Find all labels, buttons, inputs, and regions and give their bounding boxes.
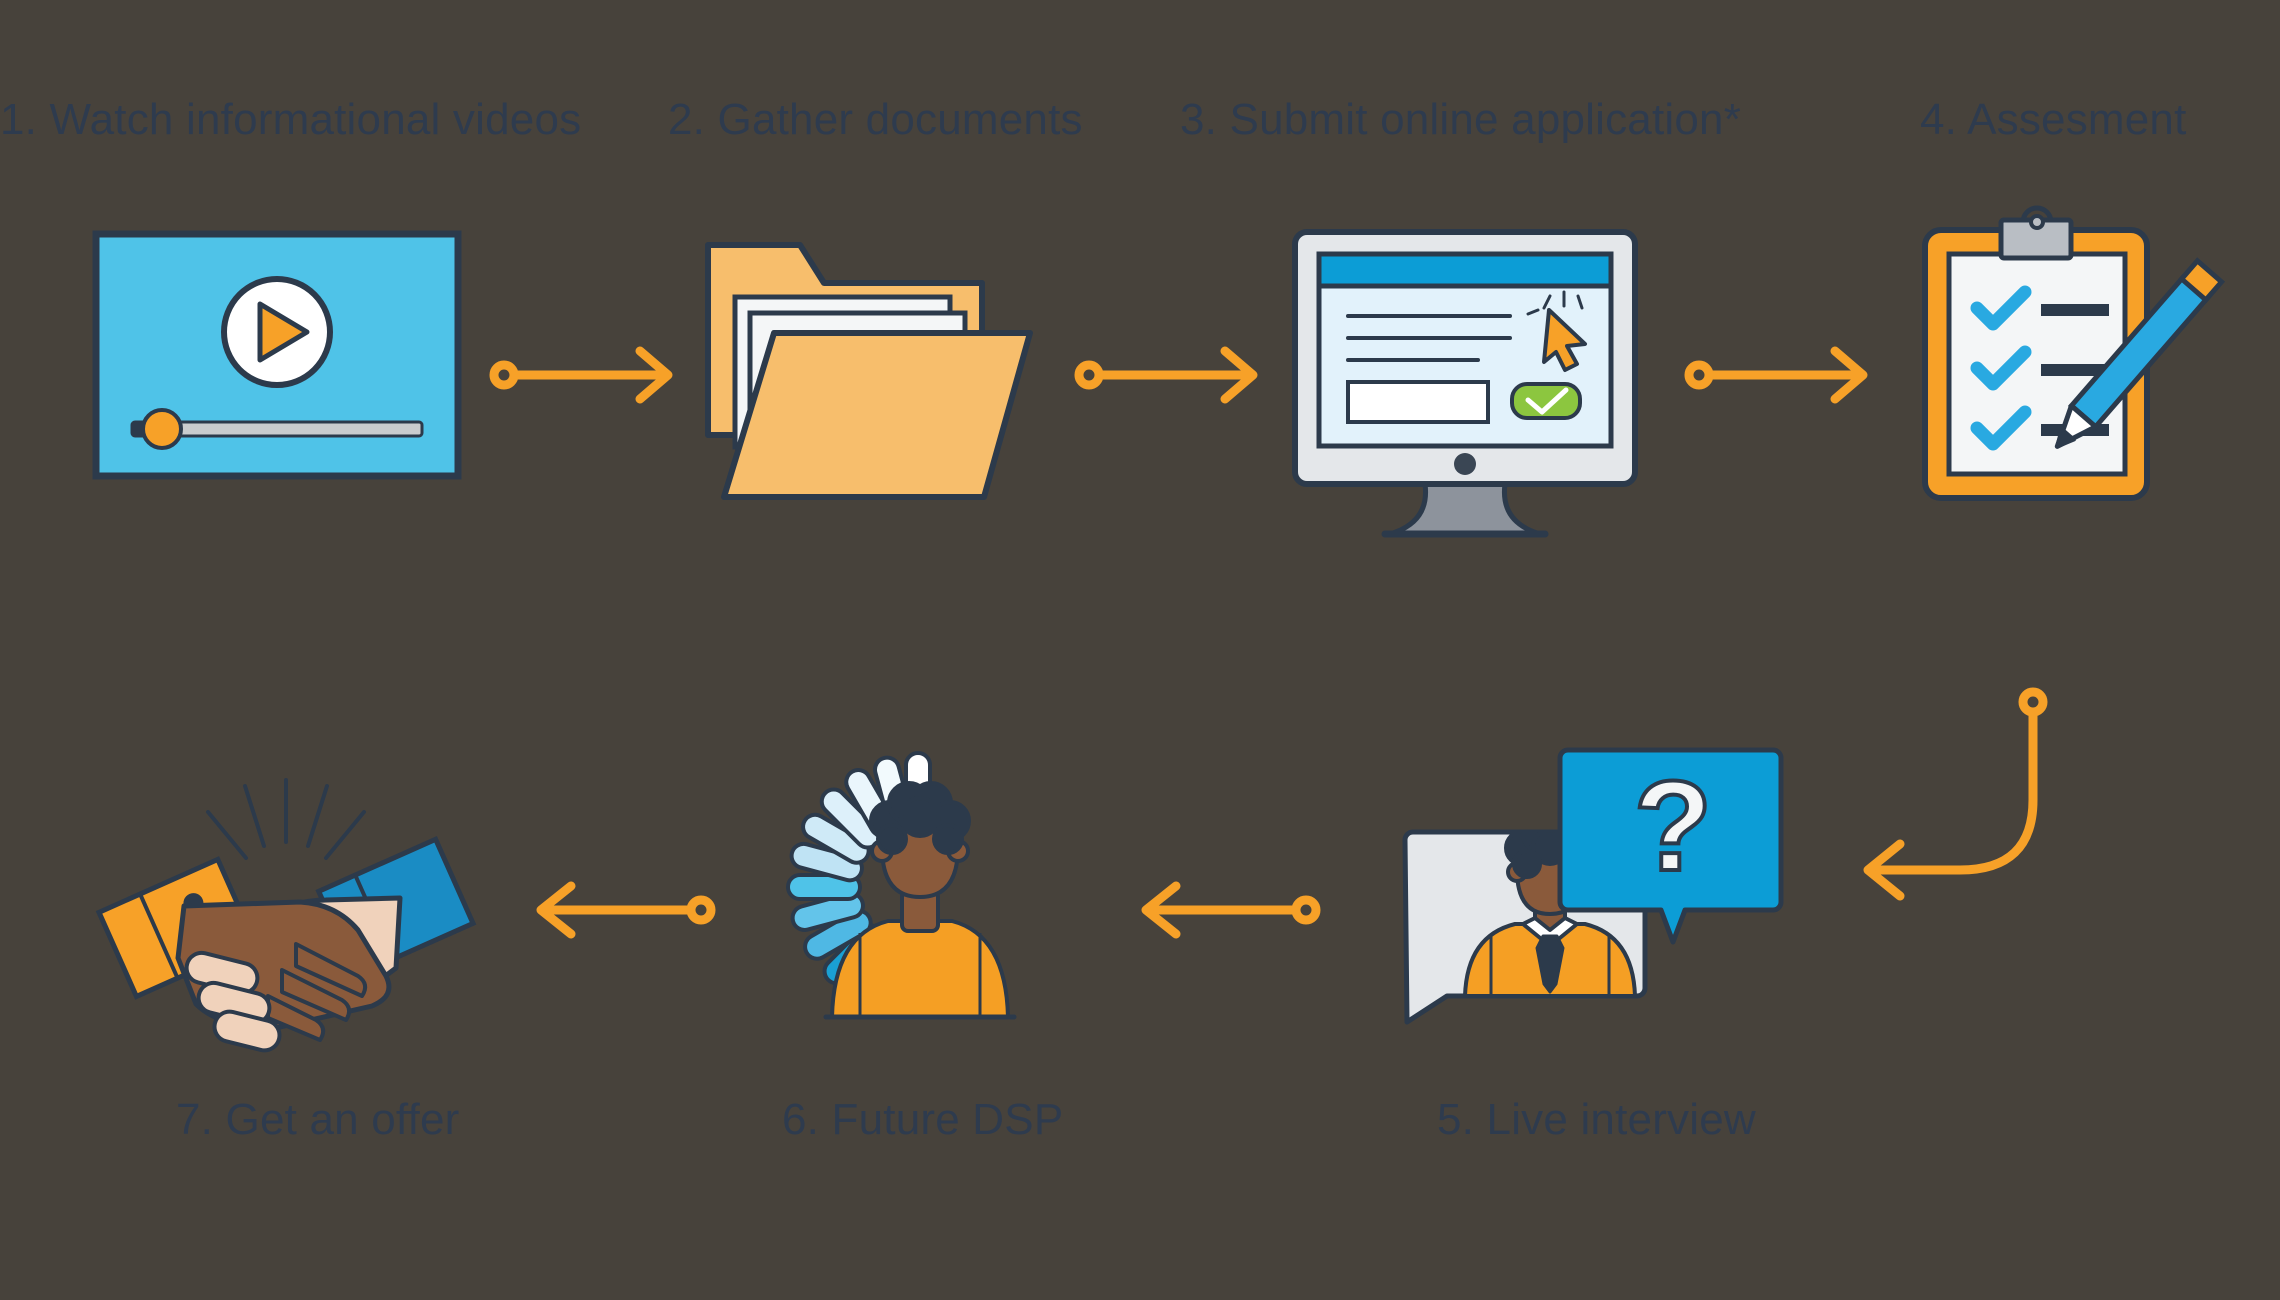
step-label-2: 2. Gather documents <box>668 95 1083 144</box>
step-label-1: 1. Watch informational videos <box>0 95 582 144</box>
step-label-5: 5. Live interview <box>1437 1095 1756 1144</box>
folder-documents-icon <box>700 235 1040 505</box>
question-mark-glyph: ? <box>1634 755 1712 898</box>
live-interview-icon: ? <box>1395 730 1795 1030</box>
future-dsp-person-icon <box>770 685 1070 1030</box>
step-label-4: 4. Assesment <box>1920 95 2187 144</box>
connector-arrow-6-7 <box>535 880 716 940</box>
video-player-icon <box>92 230 462 480</box>
clipboard-checklist-icon <box>1915 200 2226 520</box>
connector-arrow-4-5 <box>1830 680 2060 940</box>
step-label-3: 3. Submit online application* <box>1180 95 1742 144</box>
connector-arrow-3-4 <box>1684 345 1875 405</box>
handshake-icon <box>95 778 477 1070</box>
step-label-6: 6. Future DSP <box>782 1095 1064 1144</box>
connector-arrow-1-2 <box>489 345 680 405</box>
desktop-application-icon <box>1290 222 1640 542</box>
connector-arrow-2-3 <box>1074 345 1265 405</box>
step-label-7: 7. Get an offer <box>176 1095 460 1144</box>
connector-arrow-5-6 <box>1140 880 1321 940</box>
